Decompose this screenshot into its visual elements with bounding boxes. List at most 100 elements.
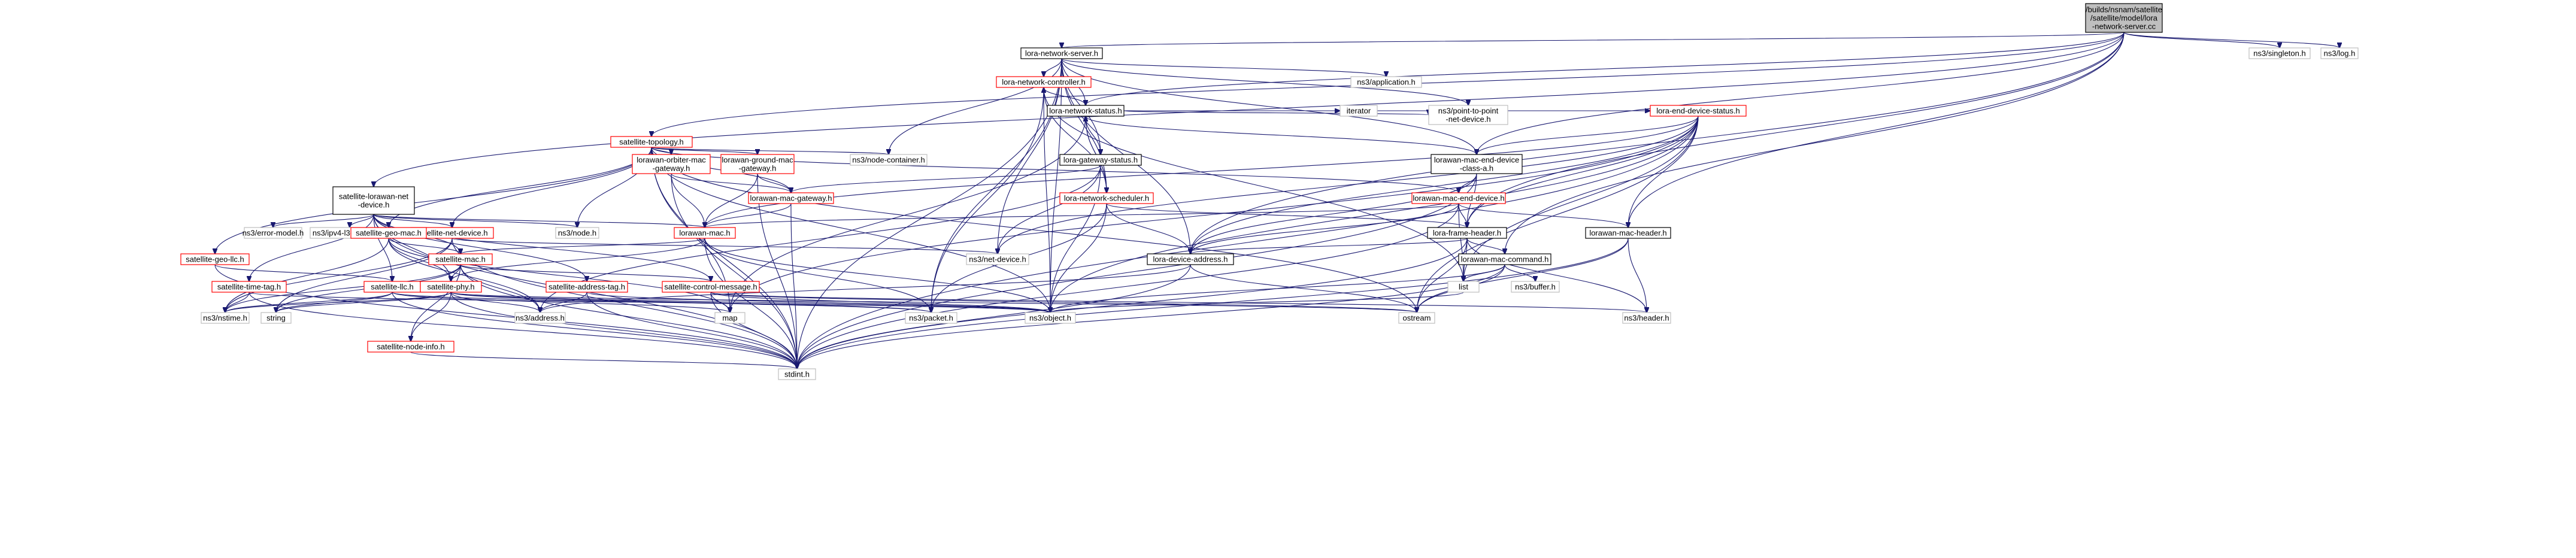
- node-box-string: [260, 312, 292, 324]
- node-geo_llc[interactable]: satellite-geo-llc.h: [180, 253, 250, 265]
- node-lda[interactable]: lora-device-address.h: [1147, 253, 1234, 265]
- edge-led_status-to-netdev: [998, 116, 1699, 254]
- edge-sat_llc-to-stdint: [392, 292, 797, 369]
- edge-sat_lorawan_nd-to-sat_nd: [373, 214, 452, 228]
- node-label-root: /builds/nsnam/satellite: [2086, 5, 2162, 14]
- node-box-ground_gw: [720, 154, 795, 174]
- node-label-sat_llc: satellite-llc.h: [371, 283, 414, 292]
- edge-ground_gw-to-lorawan_mac: [705, 173, 758, 228]
- edge-mac_ed-to-lda: [1190, 203, 1459, 254]
- edge-ctrl_msg-to-map: [710, 292, 730, 313]
- edge-lns_h-to-object: [1050, 58, 1062, 313]
- edge-sat_phy-to-object: [450, 292, 1050, 313]
- edge-lnc-to-object: [1043, 87, 1050, 313]
- node-label-sat_geo_mac: satellite-geo-mac.h: [356, 229, 422, 238]
- node-map: map: [714, 312, 745, 324]
- node-label-time_tag: satellite-time-tag.h: [217, 283, 281, 292]
- node-sat_geo_mac[interactable]: satellite-geo-mac.h: [350, 227, 427, 239]
- node-lns_h[interactable]: lora-network-server.h: [1020, 47, 1103, 59]
- node-topo[interactable]: satellite-topology.h: [610, 136, 693, 148]
- edge-sat_nd-to-string: [276, 238, 453, 313]
- node-mac_ed_a[interactable]: lorawan-mac-end-device-class-a.h: [1431, 154, 1523, 174]
- node-box-lnstat: [1047, 105, 1125, 117]
- node-label-singleton: ns3/singleton.h: [2253, 49, 2305, 58]
- node-box-object: [1025, 312, 1076, 324]
- edge-mac_ed-to-lorawan_mac: [705, 203, 1459, 228]
- edge-sat_lorawan_nd-to-lorawan_mac: [373, 214, 705, 228]
- node-mac_gw[interactable]: lorawan-mac-gateway.h: [748, 192, 834, 204]
- node-sat_lorawan_nd[interactable]: satellite-lorawan-net-device.h: [332, 186, 415, 215]
- edge-led_status-to-lmh: [1628, 116, 1699, 228]
- node-lorawan_mac[interactable]: lorawan-mac.h: [674, 227, 736, 239]
- node-lmc[interactable]: lorawan-mac-command.h: [1458, 253, 1551, 265]
- node-node_info[interactable]: satellite-node-info.h: [367, 341, 454, 353]
- edge-topo-to-object: [651, 147, 1050, 313]
- edge-topo-to-geo_llc: [215, 147, 652, 254]
- node-lgs[interactable]: lora-gateway-status.h: [1059, 154, 1142, 166]
- edge-root-to-sat_lorawan_nd: [374, 32, 2125, 187]
- node-orbiter_gw[interactable]: lorawan-orbiter-mac-gateway.h: [632, 154, 711, 174]
- node-box-list: [1447, 281, 1480, 293]
- node-box-mac_ed_a: [1431, 154, 1523, 174]
- node-label-packet: ns3/packet.h: [909, 314, 953, 323]
- node-sat_llc[interactable]: satellite-llc.h: [363, 281, 421, 293]
- edge-mac_ed-to-list: [1458, 203, 1463, 281]
- node-singleton: ns3/singleton.h: [2248, 47, 2311, 59]
- node-sat_mac[interactable]: satellite-mac.h: [428, 253, 493, 265]
- node-box-log: [2320, 47, 2359, 59]
- edge-topo-to-ground_gw: [651, 147, 757, 154]
- node-label-map: map: [722, 314, 737, 323]
- node-root[interactable]: /builds/nsnam/satellite/satellite/model/…: [2085, 3, 2163, 33]
- node-label-iterator: iterator: [1347, 107, 1371, 116]
- edge-list-to-object: [1050, 292, 1464, 313]
- node-nstime: ns3/nstime.h: [201, 312, 250, 324]
- edge-lgs-to-netdev: [998, 165, 1101, 254]
- node-addr_tag[interactable]: satellite-address-tag.h: [545, 281, 628, 293]
- node-label-errmodel: ns3/error-model.h: [243, 229, 304, 238]
- node-address: ns3/address.h: [514, 312, 566, 324]
- node-label-mac_gw: lorawan-mac-gateway.h: [750, 194, 832, 203]
- node-log: ns3/log.h: [2320, 47, 2359, 59]
- node-led_status[interactable]: lora-end-device-status.h: [1650, 105, 1747, 117]
- edge-lfh-to-ostream: [1417, 238, 1468, 313]
- edge-sat_lorawan_nd-to-addr_tag: [373, 214, 587, 281]
- node-box-header: [1622, 312, 1671, 324]
- edge-led_status-to-lorawan_mac: [705, 116, 1699, 228]
- node-p2p: ns3/point-to-point-net-device.h: [1428, 105, 1508, 125]
- edge-ctrl_msg-to-header: [710, 292, 1647, 313]
- edge-lda-to-address: [540, 264, 1191, 313]
- node-lnc[interactable]: lora-network-controller.h: [996, 76, 1092, 88]
- node-lns_sched[interactable]: lora-network-scheduler.h: [1059, 192, 1154, 204]
- edge-lns_sched-to-lfh: [1106, 203, 1467, 228]
- node-box-topo: [610, 136, 693, 148]
- node-label-stdint: stdint.h: [784, 370, 810, 379]
- edge-sat_geo_mac-to-nstime: [225, 238, 389, 313]
- edge-sat_geo_mac-to-sat_mac: [388, 238, 460, 254]
- node-box-geo_llc: [180, 253, 250, 265]
- node-ctrl_msg[interactable]: satellite-control-message.h: [662, 281, 760, 293]
- node-time_tag[interactable]: satellite-time-tag.h: [211, 281, 287, 293]
- node-lnstat[interactable]: lora-network-status.h: [1047, 105, 1125, 117]
- node-sat_nd[interactable]: satellite-net-device.h: [410, 227, 494, 239]
- node-box-time_tag: [211, 281, 287, 293]
- edge-lda-to-ostream: [1190, 264, 1417, 313]
- edge-addr_tag-to-stdint: [586, 292, 797, 369]
- node-label-led_status: lora-end-device-status.h: [1656, 107, 1739, 116]
- edge-lgs-to-object: [1050, 165, 1101, 313]
- node-box-netdev: [966, 253, 1029, 265]
- node-sat_phy[interactable]: satellite-phy.h: [420, 281, 482, 293]
- node-lmh[interactable]: lorawan-mac-header.h: [1585, 227, 1671, 239]
- edge-lfh-to-lmc: [1466, 238, 1505, 254]
- node-lfh[interactable]: lora-frame-header.h: [1427, 227, 1507, 239]
- edge-sat_geo_mac-to-map: [388, 238, 730, 313]
- edge-lfh-to-lda: [1190, 238, 1468, 254]
- edge-mac_ed_a-to-mac_ed: [1459, 173, 1477, 193]
- edge-sat_mac-to-node_info: [411, 264, 461, 341]
- node-node_h: ns3/node.h: [555, 227, 599, 239]
- edge-lda-to-stdint: [797, 264, 1191, 369]
- node-ground_gw[interactable]: lorawan-ground-mac-gateway.h: [720, 154, 795, 174]
- node-mac_ed[interactable]: lorawan-mac-end-device.h: [1411, 192, 1506, 204]
- edge-led_status-to-list: [1463, 116, 1699, 281]
- edge-lns_h-to-netdev: [998, 58, 1062, 254]
- node-label-lns_sched: lora-network-scheduler.h: [1064, 194, 1149, 203]
